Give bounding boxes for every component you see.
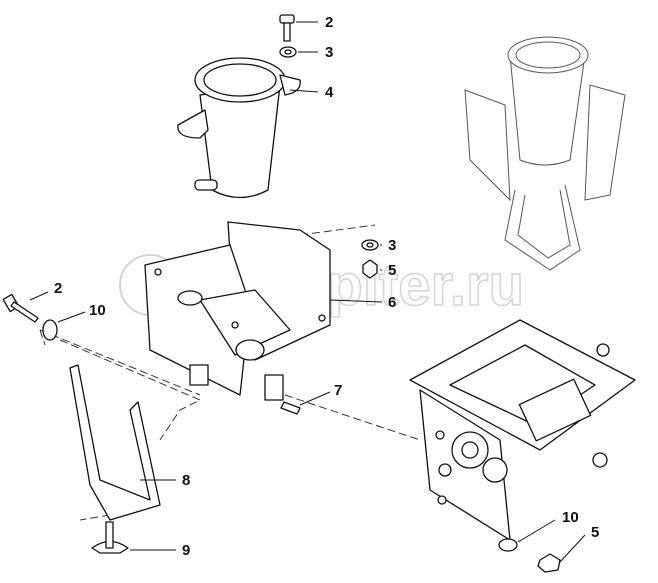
callout-2: 2 <box>325 14 333 31</box>
callout-10: 10 <box>89 302 106 319</box>
leader-lines <box>29 21 586 563</box>
callout-5: 5 <box>388 262 396 279</box>
washer-part-10b <box>498 538 518 552</box>
callout-3: 3 <box>325 44 333 61</box>
pin-part-7 <box>280 401 301 415</box>
callout-8: 8 <box>182 472 190 489</box>
dispenser-assembly-view <box>409 319 636 541</box>
callout-9: 9 <box>182 542 190 559</box>
wing-screw-part-9 <box>91 521 129 554</box>
strap-part-8 <box>69 364 161 521</box>
bracket-part-6 <box>144 221 331 401</box>
assembly-lines <box>39 224 421 521</box>
callout-2: 2 <box>54 280 62 297</box>
callout-4: 4 <box>325 84 334 101</box>
funnel-part-4 <box>177 57 301 199</box>
callout-5: 5 <box>591 524 599 541</box>
callout-6: 6 <box>388 294 396 311</box>
callout-7: 7 <box>334 382 342 399</box>
nut-part-5 <box>362 259 378 279</box>
nut-part-5b <box>537 553 561 573</box>
bolt-part-2 <box>279 14 295 42</box>
funnel-assembly-view <box>464 36 626 271</box>
washer-part-10 <box>42 319 58 341</box>
bolt-part-2b <box>2 293 39 323</box>
callout-3: 3 <box>388 237 396 254</box>
callout-10: 10 <box>562 509 579 526</box>
